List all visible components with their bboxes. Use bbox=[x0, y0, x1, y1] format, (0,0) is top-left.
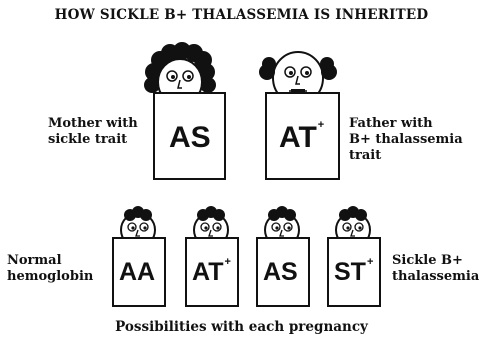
mother-genotype-box: AS bbox=[153, 92, 226, 180]
child-genotype-box: AA bbox=[112, 237, 166, 307]
mother-label: Mother with sickle trait bbox=[48, 116, 138, 148]
child-genotype-box: AS bbox=[256, 237, 310, 307]
child-genotype: AS bbox=[263, 258, 299, 287]
father-genotype: AT+ bbox=[279, 121, 324, 155]
right-outcome-label: Sickle B+ thalassemia bbox=[392, 253, 479, 285]
left-outcome-label: Normal hemoglobin bbox=[7, 253, 93, 285]
child-genotype: AA bbox=[119, 258, 156, 287]
father-label: Father with B+ thalassemia trait bbox=[349, 116, 463, 164]
diagram-title: HOW SICKLE B+ THALASSEMIA IS INHERITED bbox=[0, 7, 483, 23]
father-genotype-box: AT+ bbox=[265, 92, 340, 180]
child-genotype-box: AT+ bbox=[185, 237, 239, 307]
mother-genotype: AS bbox=[169, 121, 212, 155]
diagram-footer: Possibilities with each pregnancy bbox=[0, 319, 483, 335]
child-genotype-box: ST+ bbox=[327, 237, 381, 307]
child-genotype: ST+ bbox=[334, 258, 373, 287]
child-genotype: AT+ bbox=[192, 258, 231, 287]
